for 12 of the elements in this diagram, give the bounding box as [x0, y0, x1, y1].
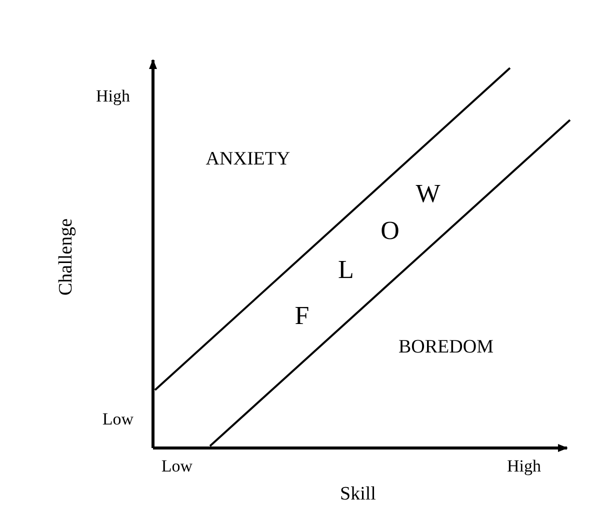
region-label: BOREDOM [398, 338, 494, 356]
channel-letter: W [416, 181, 440, 207]
axis-tick-label: High [96, 88, 130, 104]
channel-letter: F [294, 303, 310, 329]
axis-tick-label: Low [102, 410, 134, 428]
axis-tick-label: High [507, 458, 541, 474]
axis-title: Skill [340, 484, 376, 504]
region-label: ANXIETY [206, 150, 290, 168]
axis-title: Challenge [56, 218, 76, 296]
channel-letter: O [380, 218, 400, 244]
axis-tick-label: Low [161, 458, 193, 474]
channel-letter: L [338, 257, 354, 283]
